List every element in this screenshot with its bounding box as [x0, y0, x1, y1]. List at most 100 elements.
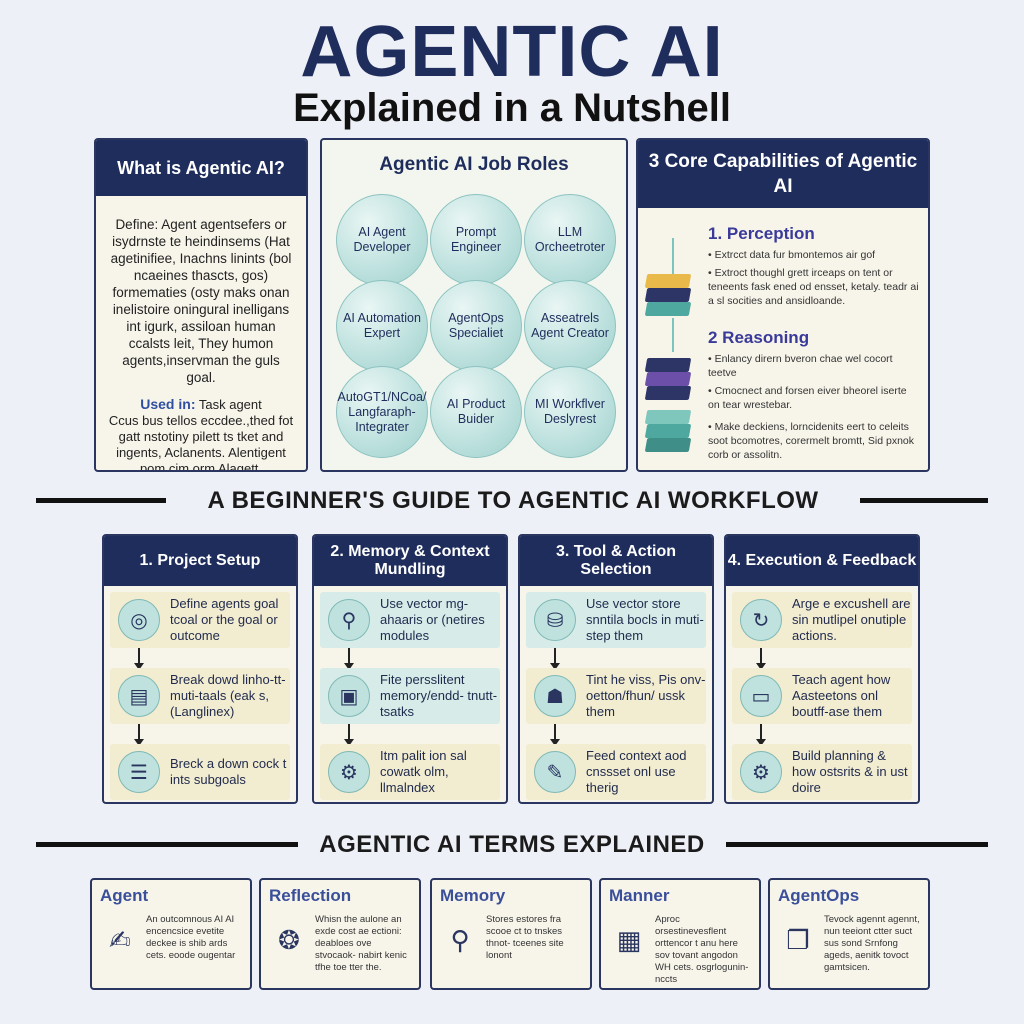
workflow-step-text: Build planning & how ostsrits & in ust d…	[792, 748, 908, 795]
layer-shape	[644, 302, 692, 316]
down-arrow-icon	[756, 648, 766, 670]
workflow-step-text: Arge e excushell are sin mutlipel onutip…	[792, 596, 911, 643]
connector-line	[672, 238, 674, 274]
workflow-step: ↻ Arge e excushell are sin mutlipel onut…	[732, 592, 912, 648]
workflow-step: ▣ Fite persslitent memory/endd- tnutt-ts…	[320, 668, 500, 724]
down-arrow-icon	[134, 648, 144, 670]
term-card-agentops: AgentOps ❐ Tevock agennt agennt, nun tee…	[768, 878, 930, 990]
brain-icon: ❂	[278, 924, 300, 955]
term-card-agent: Agent ✍ An outcomnous AI AI encencsice e…	[90, 878, 252, 990]
term-card-manner: Manner ▦ Aproc orsestinevesflent orttenc…	[599, 878, 761, 990]
what-is-panel: What is Agentic AI? Define: Agent agents…	[94, 138, 308, 472]
checklist-icon: ☰	[118, 751, 160, 793]
job-roles-panel: Agentic AI Job Roles AI Agent Developer …	[320, 138, 628, 472]
down-arrow-icon	[134, 724, 144, 746]
workflow-step-text: Teach agent how Aasteetons onl boutff-as…	[792, 672, 891, 719]
workflow-step: ⛁ Use vector store snntila bocls in muti…	[526, 592, 706, 648]
workflow-step: ▭ Teach agent how Aasteetons onl boutff-…	[732, 668, 912, 724]
workflow-step-text: Use vector mg-ahaaris or (netires module…	[380, 596, 485, 643]
term-text: Tevock agennt agennt, nun teeiont ctter …	[824, 914, 920, 973]
workflow-step: ⚲ Use vector mg-ahaaris or (netires modu…	[320, 592, 500, 648]
term-text: Aproc orsestinevesflent orttencor t anu …	[655, 914, 749, 985]
role-bubble: Prompt Engineer	[430, 194, 522, 286]
workflow-column-title: 2. Memory & Context Mundling	[314, 536, 506, 586]
index-icon: ⚙	[328, 751, 370, 793]
memory-icon: ▣	[328, 675, 370, 717]
workflow-step: ◎ Define agents goal tcoal or the goal o…	[110, 592, 290, 648]
term-card-memory: Memory ⚲ Stores estores fra scooe ct to …	[430, 878, 592, 990]
workflow-step-text: Tint he viss, Pis onv-oetton/fhun/ ussk …	[586, 672, 706, 719]
term-text: Whisn the aulone an exde cost ae ectioni…	[315, 914, 407, 973]
term-title: AgentOps	[778, 886, 860, 905]
term-title: Agent	[100, 886, 149, 905]
workflow-step: ☰ Breck a down cock t ints subgoals	[110, 744, 290, 800]
layer-shape	[644, 288, 692, 302]
role-bubble: AI Automation Expert	[336, 280, 428, 372]
loop-icon: ↻	[740, 599, 782, 641]
workflow-step-text: Feed context aod cnssset onl use therig	[586, 748, 687, 795]
capability-title: 1. Perception	[708, 224, 815, 243]
workflow-step-text: Fite persslitent memory/endd- tnutt-tsat…	[380, 672, 498, 719]
term-card-reflection: Reflection ❂ Whisn the aulone an exde co…	[259, 878, 421, 990]
layer-shape	[644, 410, 692, 424]
robot-icon: ☗	[534, 675, 576, 717]
workflow-column-title: 1. Project Setup	[104, 536, 296, 586]
capability-line: • Enlancy dirern bveron chae wel cocort …	[708, 353, 893, 379]
workflow-banner: A BEGINNER'S GUIDE TO AGENTIC AI WORKFLO…	[166, 484, 860, 518]
toolbox-icon: ▤	[118, 675, 160, 717]
capability-perception: 1. Perception • Extrcct data fur bmontem…	[708, 224, 920, 308]
capability-title: 2 Reasoning	[708, 328, 810, 347]
capability-line: • Extroct thoughl grett irceaps on tent …	[708, 267, 919, 307]
database-icon: ⛁	[534, 599, 576, 641]
terms-banner: AGENTIC AI TERMS EXPLAINED	[298, 828, 726, 862]
role-bubble: Asseatrels Agent Creator	[524, 280, 616, 372]
monitor-icon: ▭	[740, 675, 782, 717]
term-title: Reflection	[269, 886, 352, 905]
notepad-icon: ✍	[109, 924, 131, 955]
layer-shape	[644, 424, 692, 438]
term-text: An outcomnous AI AI encencsice evetite d…	[146, 914, 236, 961]
capability-line: • Extrcct data fur bmontemos air gof	[708, 249, 876, 261]
down-arrow-icon	[550, 648, 560, 670]
role-bubble: MI Workflver Deslyrest	[524, 366, 616, 458]
layers-icon	[644, 358, 692, 408]
used-in-section: Used in: Task agent Ccus bus tellos eccd…	[106, 396, 296, 472]
workflow-step-text: Itm palit ion sal cowatk olm, llmalndex	[380, 748, 467, 795]
job-roles-title: Agentic AI Job Roles	[379, 153, 569, 175]
gears-icon: ⚙	[740, 751, 782, 793]
term-text: Stores estores fra scooe ct to tnskes th…	[486, 914, 564, 961]
documents-icon: ❐	[786, 924, 810, 955]
used-in-value: Task agent	[198, 397, 262, 412]
workflow-step-text: Break dowd linho-tt-muti-taals (eak s, (…	[170, 672, 286, 719]
capabilities-title: 3 Core Capabilities of Agentic AI	[638, 140, 928, 208]
role-bubble: AutoGT1/NCoa/ Langfaraph- Integrater	[336, 366, 428, 458]
down-arrow-icon	[550, 724, 560, 746]
workflow-column-execution: 4. Execution & Feedback ↻ Arge e excushe…	[724, 534, 920, 804]
layer-shape	[644, 372, 692, 386]
workflow-step-text: Breck a down cock t ints subgoals	[170, 756, 287, 787]
layer-shape	[644, 438, 692, 452]
layer-shape	[644, 274, 692, 288]
capability-reasoning: 2 Reasoning • Enlancy dirern bveron chae…	[708, 328, 920, 462]
what-is-body: Define: Agent agentsefers or isydrnste t…	[106, 216, 296, 472]
layer-shape	[644, 358, 692, 372]
workflow-step-text: Define agents goal tcoal or the goal or …	[170, 596, 279, 643]
workflow-step: ⚙ Itm palit ion sal cowatk olm, llmalnde…	[320, 744, 500, 800]
job-roles-grid: AI Agent Developer Prompt Engineer LLM O…	[334, 194, 618, 464]
what-is-definition: Define: Agent agentsefers or isydrnste t…	[110, 217, 292, 385]
workflow-column-tools: 3. Tool & Action Selection ⛁ Use vector …	[518, 534, 714, 804]
search-icon: ⚲	[328, 599, 370, 641]
layers-icon	[644, 274, 692, 324]
workflow-column-setup: 1. Project Setup ◎ Define agents goal tc…	[102, 534, 298, 804]
workflow-column-memory: 2. Memory & Context Mundling ⚲ Use vecto…	[312, 534, 508, 804]
workflow-column-title: 3. Tool & Action Selection	[520, 536, 712, 586]
workflow-step: ✎ Feed context aod cnssset onl use theri…	[526, 744, 706, 800]
layers-icon	[644, 410, 692, 460]
used-in-body: Ccus bus tellos eccdee.,thed fot gatt ns…	[108, 413, 294, 472]
term-title: Manner	[609, 886, 670, 905]
capability-line: • Make deckiens, lorncidenits eert to ce…	[708, 421, 914, 461]
workflow-step: ☗ Tint he viss, Pis onv-oetton/fhun/ uss…	[526, 668, 706, 724]
what-is-title: What is Agentic AI?	[96, 140, 306, 196]
page-title: AGENTIC AI	[300, 12, 724, 92]
layer-shape	[644, 386, 692, 400]
